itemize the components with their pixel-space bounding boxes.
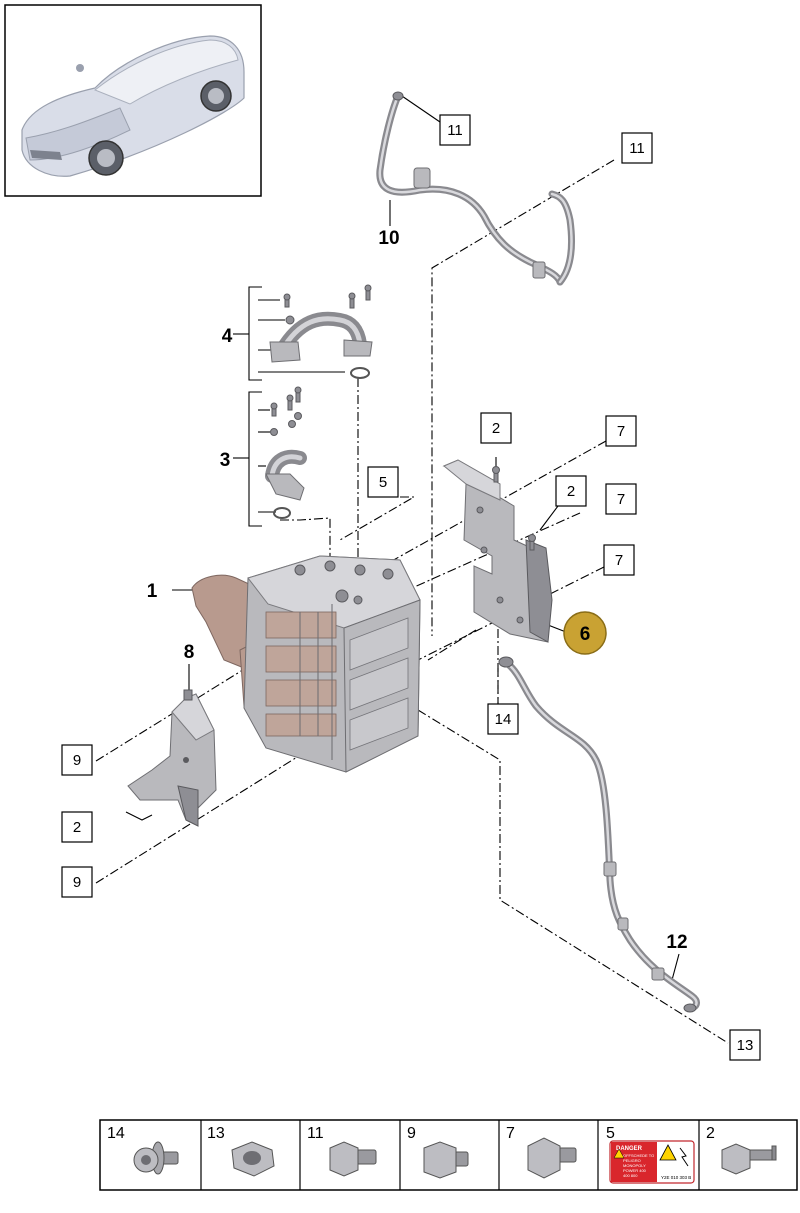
callout-6: 6 (580, 624, 591, 645)
highlight-callout-6[interactable]: 6 (563, 611, 607, 655)
boxed-callout-2b: 2 (555, 475, 587, 507)
svg-text:9: 9 (73, 874, 81, 891)
boxed-callout-2c: 2 (61, 811, 93, 843)
callout-10: 10 (378, 228, 399, 249)
boxed-callout-7a: 7 (605, 415, 637, 447)
legend-num-11: 11 (307, 1125, 324, 1142)
hex-bolt-icon (329, 1141, 377, 1177)
leader-lines (125, 93, 680, 981)
long-bolt-icon (721, 1143, 777, 1175)
hex-bolt-icon (423, 1141, 469, 1179)
boxed-callout-9a: 9 (61, 744, 93, 776)
bolt-flange-torx-icon (133, 1141, 179, 1175)
car-icon (21, 35, 245, 177)
legend-num-2: 2 (706, 1125, 715, 1142)
legend-num-14: 14 (107, 1125, 125, 1142)
svg-text:7: 7 (617, 423, 625, 440)
hex-nut-icon (231, 1141, 275, 1177)
boxed-callouts: 11 11 2 7 5 2 7 7 (61, 114, 761, 1061)
hex-bolt-icon (527, 1137, 577, 1179)
boxed-callout-11b: 11 (621, 132, 653, 164)
legend-num-13: 13 (207, 1125, 225, 1142)
callout-12: 12 (666, 932, 687, 953)
svg-text:14: 14 (495, 711, 512, 728)
svg-text:POWER 400: POWER 400 (623, 1168, 647, 1173)
svg-text:2: 2 (567, 483, 575, 500)
connector-kit-3[interactable] (265, 386, 307, 519)
svg-text:5: 5 (379, 474, 387, 491)
svg-text:7: 7 (615, 552, 623, 569)
boxed-callout-11a: 11 (439, 114, 471, 146)
callout-8: 8 (184, 642, 195, 663)
svg-text:Y2E 010 303 B: Y2E 010 303 B (661, 1175, 691, 1180)
coolant-line-10[interactable] (376, 91, 576, 286)
warning-label-icon: DANGER OFFSCHEDE TO PELIGRO MONOPOLY POW… (609, 1140, 695, 1184)
bold-callouts: 10 4 3 1 8 12 (147, 228, 688, 953)
boxed-callout-14: 14 (487, 703, 519, 735)
svg-text:9: 9 (73, 752, 81, 769)
svg-text:11: 11 (447, 122, 463, 139)
main-unit-1[interactable] (191, 555, 421, 773)
svg-text:PELIGRO: PELIGRO (623, 1158, 641, 1163)
boxed-callout-2a: 2 (480, 412, 512, 444)
svg-text:7: 7 (617, 491, 625, 508)
legend-num-7: 7 (506, 1125, 515, 1142)
coolant-line-12[interactable] (498, 656, 700, 1013)
svg-text:OFFSCHEDE TO: OFFSCHEDE TO (623, 1153, 654, 1158)
fastener-bolts (492, 466, 536, 551)
svg-text:11: 11 (629, 140, 645, 157)
legend-num-9: 9 (407, 1125, 416, 1142)
fastener-legend: 14 13 11 9 7 5 2 (99, 1119, 798, 1191)
svg-text:2: 2 (73, 819, 81, 836)
svg-text:400 800: 400 800 (623, 1173, 638, 1178)
svg-text:13: 13 (737, 1037, 754, 1054)
boxed-callout-13: 13 (729, 1029, 761, 1061)
boxed-callout-7c: 7 (603, 544, 635, 576)
svg-text:DANGER: DANGER (616, 1146, 643, 1152)
callout-4: 4 (222, 326, 233, 347)
vehicle-thumbnail[interactable] (4, 4, 262, 197)
callout-3: 3 (220, 450, 231, 471)
svg-text:2: 2 (492, 420, 500, 437)
boxed-callout-5: 5 (367, 466, 399, 498)
boxed-callout-7b: 7 (605, 483, 637, 515)
mounting-bracket-6[interactable] (442, 459, 553, 643)
boxed-callout-9b: 9 (61, 866, 93, 898)
callout-1: 1 (147, 581, 158, 602)
connector-kit-4[interactable] (269, 284, 373, 379)
svg-text:MONOPOLY: MONOPOLY (623, 1163, 646, 1168)
legend-num-5: 5 (606, 1125, 615, 1142)
mounting-bracket-8[interactable] (127, 689, 217, 827)
